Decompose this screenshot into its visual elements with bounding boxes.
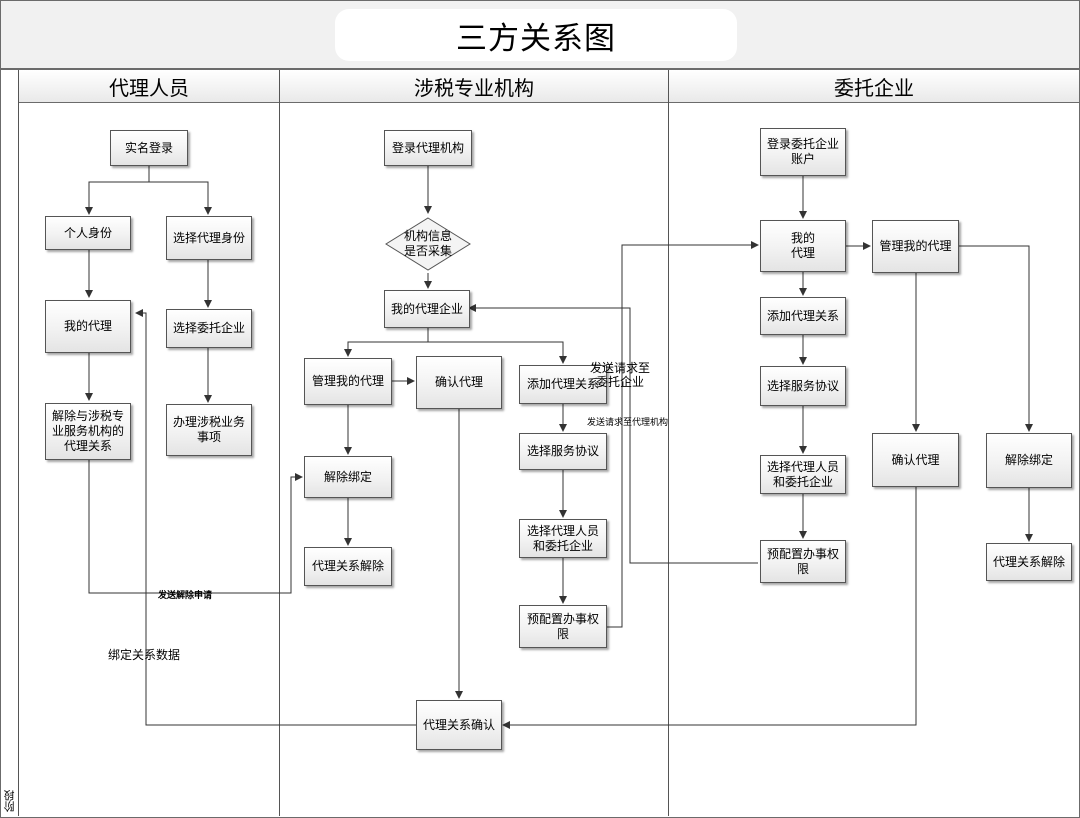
edge-my-enterprise-to-add xyxy=(428,341,567,364)
node-agent-my-agency: 我的代理 xyxy=(45,300,131,353)
node-agent-select-enterprise: 选择委托企业 xyxy=(166,309,252,348)
node-inst-login-agency: 登录代理机构 xyxy=(384,130,472,166)
node-inst-manage-my-agency: 管理我的代理 xyxy=(304,358,392,405)
edge-login-to-select-identity xyxy=(149,181,212,215)
node-inst-confirm-agency: 确认代理 xyxy=(416,356,502,409)
title-band: 三方关系图 xyxy=(0,0,1080,69)
edge-label-send-request-to-institution: 发送请求至代理机构 xyxy=(587,418,669,428)
edge-label-send-release-request: 发送解除申请 xyxy=(158,591,213,601)
node-inst-agency-relation-released: 代理关系解除 xyxy=(304,547,392,586)
node-inst-add-agency-relation: 添加代理关系 xyxy=(519,365,607,404)
lane-header-agent: 代理人员 xyxy=(19,70,279,103)
node-inst-preconfigure-permissions: 预配置办事权 限 xyxy=(519,605,607,648)
decision-diamond xyxy=(385,217,471,271)
node-inst-agency-relation-confirm: 代理关系确认 xyxy=(416,700,502,750)
node-inst-info-collected: 机构信息 是否采集 xyxy=(403,229,452,258)
node-ent-my-agency: 我的 代理 xyxy=(760,220,846,272)
node-ent-add-agency-relation: 添加代理关系 xyxy=(760,297,846,335)
node-ent-login-account: 登录委托企业 账户 xyxy=(760,128,846,176)
node-ent-agency-relation-released: 代理关系解除 xyxy=(986,543,1072,581)
lane-divider-2 xyxy=(668,70,669,816)
node-agent-release-relation: 解除与涉税专 业服务机构的 代理关系 xyxy=(45,403,131,460)
node-ent-manage-my-agency: 管理我的代理 xyxy=(872,220,959,273)
node-inst-my-agent-enterprise: 我的代理企业 xyxy=(384,290,470,328)
node-ent-select-agent-and-enterprise: 选择代理人员 和委托企业 xyxy=(760,455,846,494)
node-ent-preconfigure-permissions: 预配置办事权 限 xyxy=(760,540,846,583)
lane-divider-1 xyxy=(279,70,280,816)
edge-label-binding-relation-data: 绑定关系数据 xyxy=(108,648,181,662)
edge-ent-manage-to-unbind xyxy=(959,245,1033,432)
node-agent-personal-identity: 个人身份 xyxy=(45,216,131,250)
node-inst-select-service-agreement: 选择服务协议 xyxy=(519,433,607,470)
edge-release-request xyxy=(88,460,303,594)
lane-header-institution: 涉税专业机构 xyxy=(280,70,668,103)
edge-binding-data xyxy=(135,309,416,726)
node-agent-select-agent-identity: 选择代理身份 xyxy=(166,216,252,260)
edge-login-split xyxy=(85,166,150,215)
edge-ent-confirm-to-relation-confirm xyxy=(502,487,917,729)
edge-preconfig-to-enterprise xyxy=(606,241,759,628)
stage-column-divider xyxy=(18,70,19,816)
edge-my-enterprise-split xyxy=(344,328,429,357)
node-ent-confirm-agency: 确认代理 xyxy=(872,433,959,487)
node-inst-unbind: 解除绑定 xyxy=(304,456,392,498)
node-ent-unbind: 解除绑定 xyxy=(986,433,1072,488)
lane-header-enterprise: 委托企业 xyxy=(669,70,1079,103)
node-agent-realname-login: 实名登录 xyxy=(110,130,188,166)
node-ent-select-service-agreement: 选择服务协议 xyxy=(760,366,846,406)
edge-label-send-request-to-enterprise: 发送请求至 委托企业 xyxy=(590,361,651,389)
edge-ent-preconfig-to-institution xyxy=(468,304,758,564)
diagram-title: 三方关系图 xyxy=(335,9,737,61)
node-inst-select-agent-and-enterprise: 选择代理人员 和委托企业 xyxy=(519,519,607,558)
node-agent-handle-tax-business: 办理涉税业务 事项 xyxy=(166,404,252,456)
